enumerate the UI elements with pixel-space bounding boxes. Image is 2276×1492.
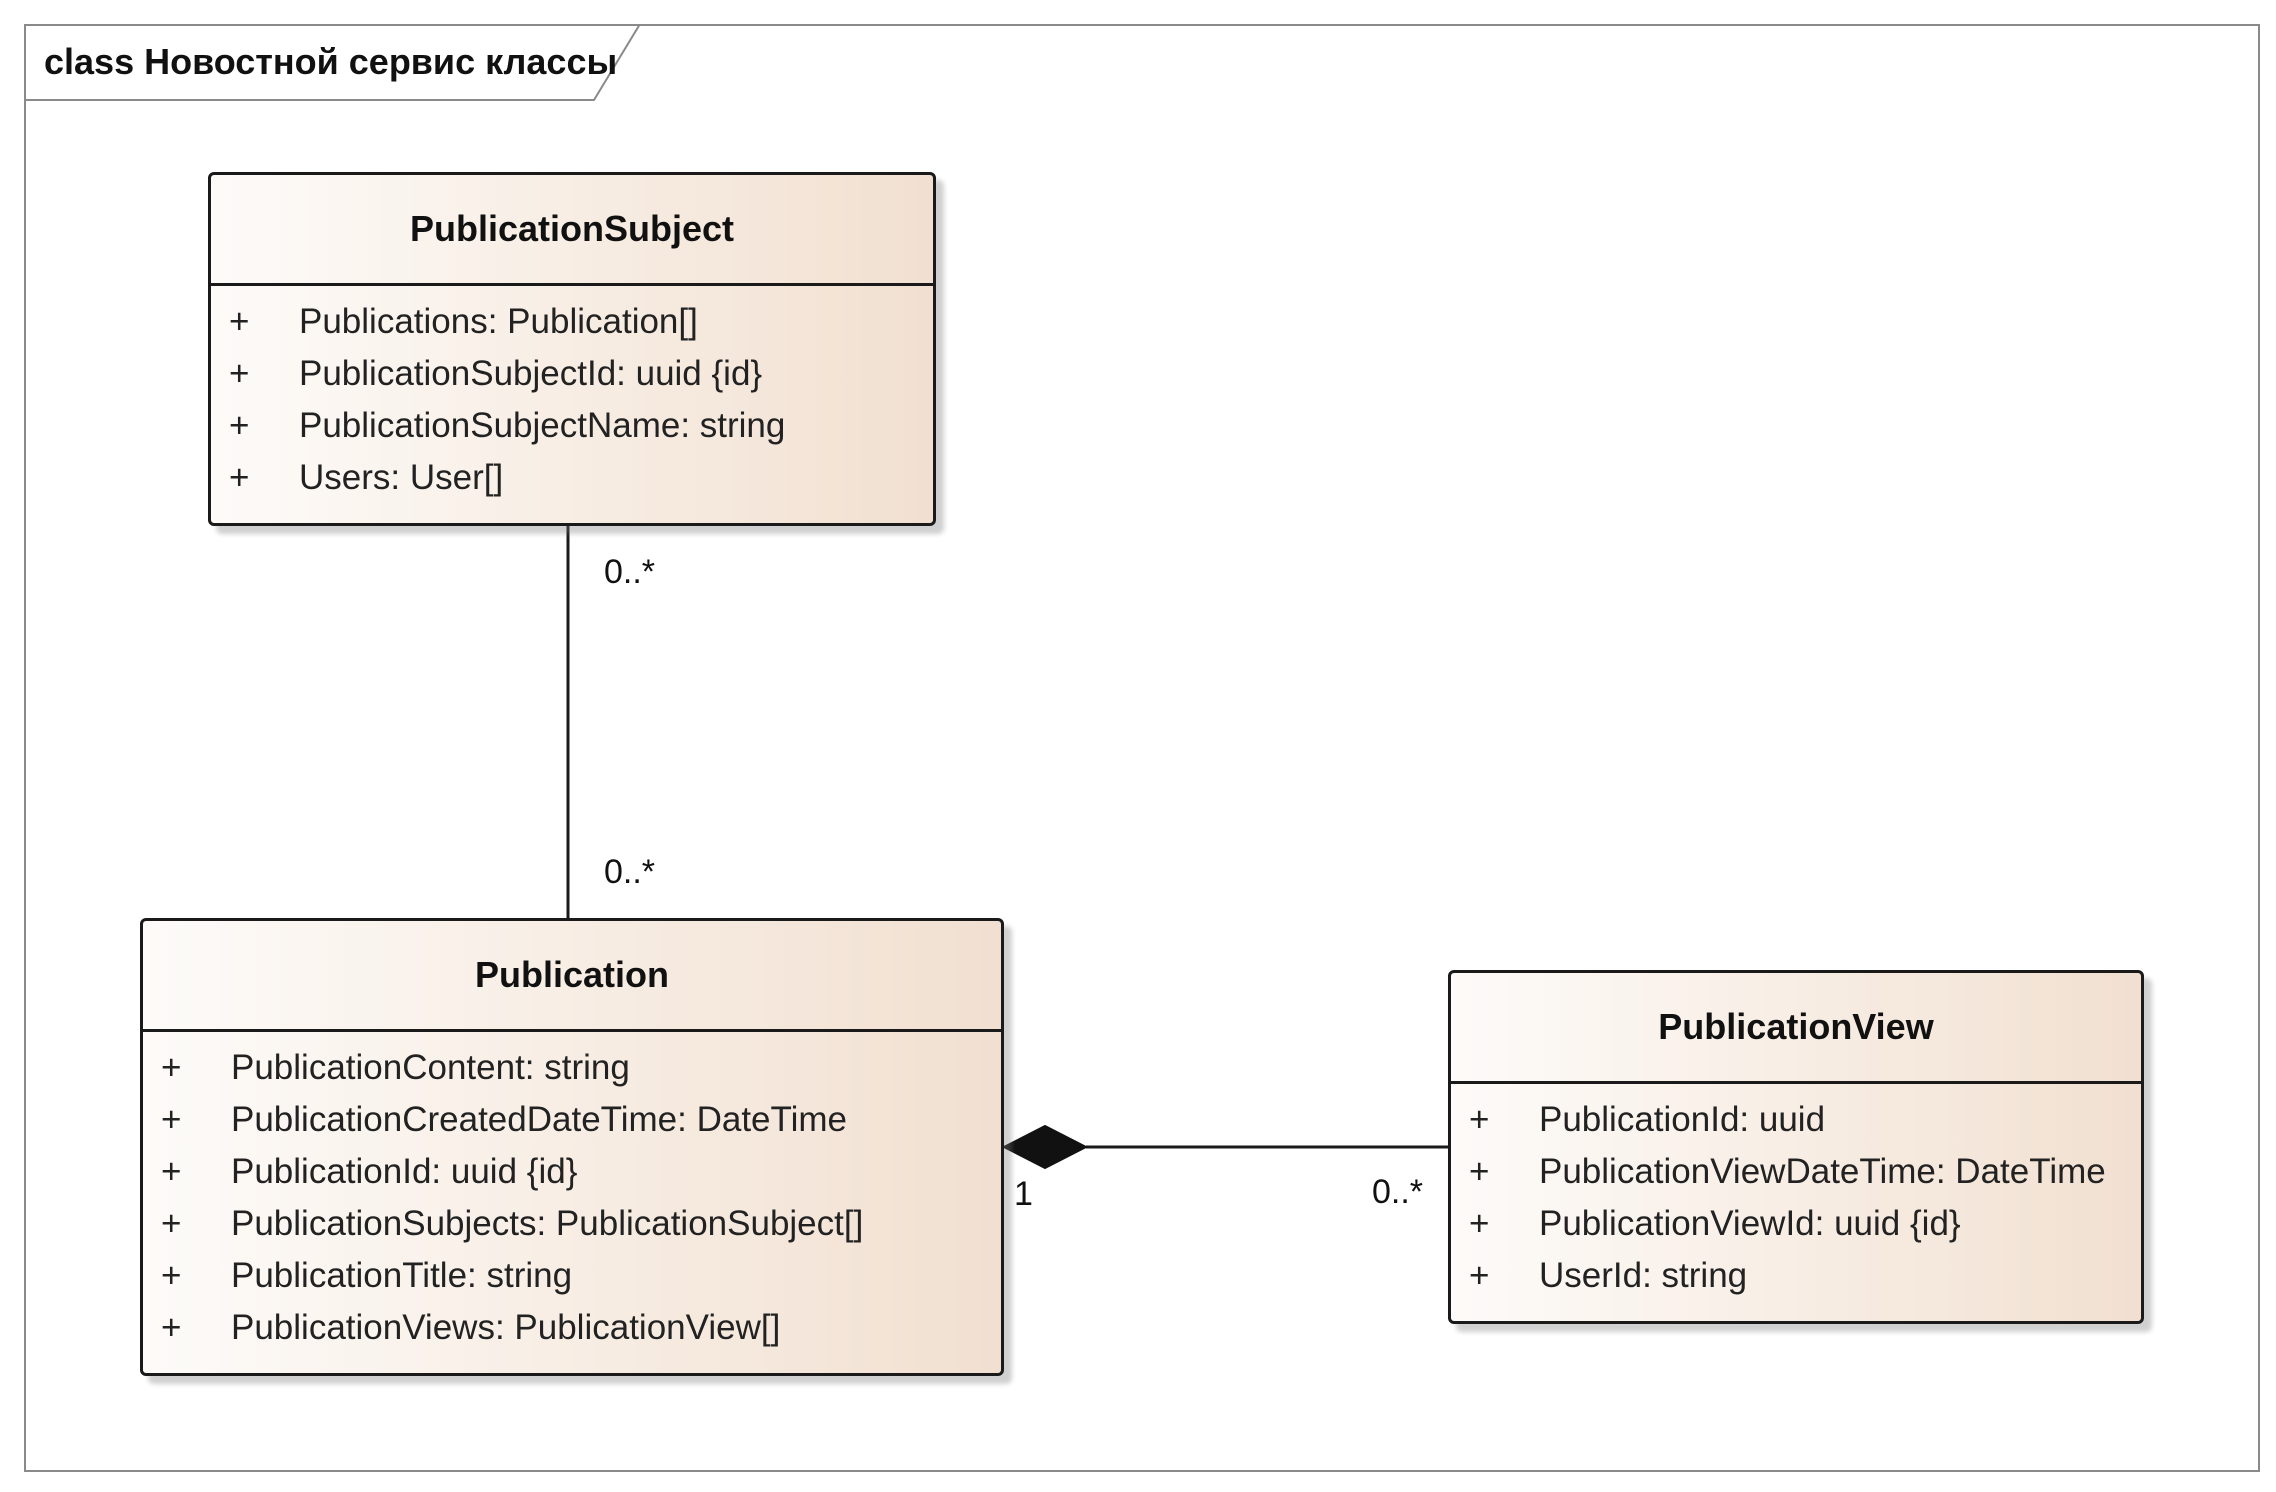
attribute-text: PublicationTitle: string xyxy=(231,1256,573,1295)
attribute-row[interactable]: + UserId: string xyxy=(1451,1250,2141,1302)
visibility-marker: + xyxy=(1469,1256,1490,1295)
attribute-text: PublicationViewId: uuid {id} xyxy=(1539,1204,1961,1243)
visibility-marker: + xyxy=(161,1152,182,1191)
diagram-frame xyxy=(24,24,2260,1472)
attribute-text: PublicationSubjects: PublicationSubject[… xyxy=(231,1204,864,1243)
attribute-text: Users: User[] xyxy=(299,458,504,497)
class-name: PublicationSubject xyxy=(211,175,933,286)
visibility-marker: + xyxy=(229,406,250,445)
attribute-text: PublicationId: uuid xyxy=(1539,1100,1826,1139)
attribute-text: PublicationSubjectId: uuid {id} xyxy=(299,354,763,393)
class-publication-view[interactable]: PublicationView + PublicationId: uuid + Pu… xyxy=(1448,970,2144,1324)
attribute-row[interactable]: + PublicationSubjectId: uuid {id} xyxy=(211,348,933,400)
attribute-list: + PublicationContent: string + Publication… xyxy=(143,1032,1001,1354)
attribute-text: PublicationContent: string xyxy=(231,1048,630,1087)
attribute-row[interactable]: + PublicationContent: string xyxy=(143,1042,1001,1094)
composition-diamond xyxy=(1001,1124,1089,1170)
visibility-marker: + xyxy=(1469,1152,1490,1191)
multiplicity-publication-end: 0..* xyxy=(604,853,656,891)
class-name: PublicationView xyxy=(1451,973,2141,1084)
class-name: Publication xyxy=(143,921,1001,1032)
attribute-row[interactable]: + PublicationViewId: uuid {id} xyxy=(1451,1198,2141,1250)
attribute-row[interactable]: + Publications: Publication[] xyxy=(211,296,933,348)
frame-title-tab xyxy=(24,24,641,101)
attribute-text: PublicationCreatedDateTime: DateTime xyxy=(231,1100,848,1139)
visibility-marker: + xyxy=(161,1308,182,1347)
multiplicity-subject-end: 0..* xyxy=(604,553,656,591)
visibility-marker: + xyxy=(161,1204,182,1243)
multiplicity-composition-whole: 1 xyxy=(1014,1175,1033,1213)
visibility-marker: + xyxy=(161,1256,182,1295)
multiplicity-composition-part: 0..* xyxy=(1372,1173,1424,1211)
visibility-marker: + xyxy=(161,1048,182,1087)
attribute-text: PublicationViews: PublicationView[] xyxy=(231,1308,781,1347)
visibility-marker: + xyxy=(161,1100,182,1139)
attribute-row[interactable]: + PublicationTitle: string xyxy=(143,1250,1001,1302)
attribute-row[interactable]: + PublicationViewDateTime: DateTime xyxy=(1451,1146,2141,1198)
attribute-row[interactable]: + PublicationSubjects: PublicationSubject… xyxy=(143,1198,1001,1250)
attribute-list: + PublicationId: uuid + PublicationViewDat… xyxy=(1451,1084,2141,1302)
visibility-marker: + xyxy=(1469,1204,1490,1243)
attribute-row[interactable]: + PublicationId: uuid xyxy=(1451,1094,2141,1146)
attribute-text: UserId: string xyxy=(1539,1256,1748,1295)
attribute-row[interactable]: + PublicationSubjectName: string xyxy=(211,400,933,452)
attribute-row[interactable]: + PublicationCreatedDateTime: DateTime xyxy=(143,1094,1001,1146)
attribute-row[interactable]: + Users: User[] xyxy=(211,452,933,504)
attribute-text: PublicationViewDateTime: DateTime xyxy=(1539,1152,2106,1191)
attribute-row[interactable]: + PublicationViews: PublicationView[] xyxy=(143,1302,1001,1354)
attribute-row[interactable]: + PublicationId: uuid {id} xyxy=(143,1146,1001,1198)
attribute-text: PublicationSubjectName: string xyxy=(299,406,786,445)
visibility-marker: + xyxy=(1469,1100,1490,1139)
class-publication[interactable]: Publication + PublicationContent: string … xyxy=(140,918,1004,1376)
attribute-list: + Publications: Publication[] + Publicatio… xyxy=(211,286,933,504)
diagram-title: class Новостной сервис классы xyxy=(44,41,618,82)
visibility-marker: + xyxy=(229,458,250,497)
class-publication-subject[interactable]: PublicationSubject + Publications: Public… xyxy=(208,172,936,526)
visibility-marker: + xyxy=(229,354,250,393)
attribute-text: PublicationId: uuid {id} xyxy=(231,1152,578,1191)
visibility-marker: + xyxy=(229,302,250,341)
attribute-text: Publications: Publication[] xyxy=(299,302,698,341)
